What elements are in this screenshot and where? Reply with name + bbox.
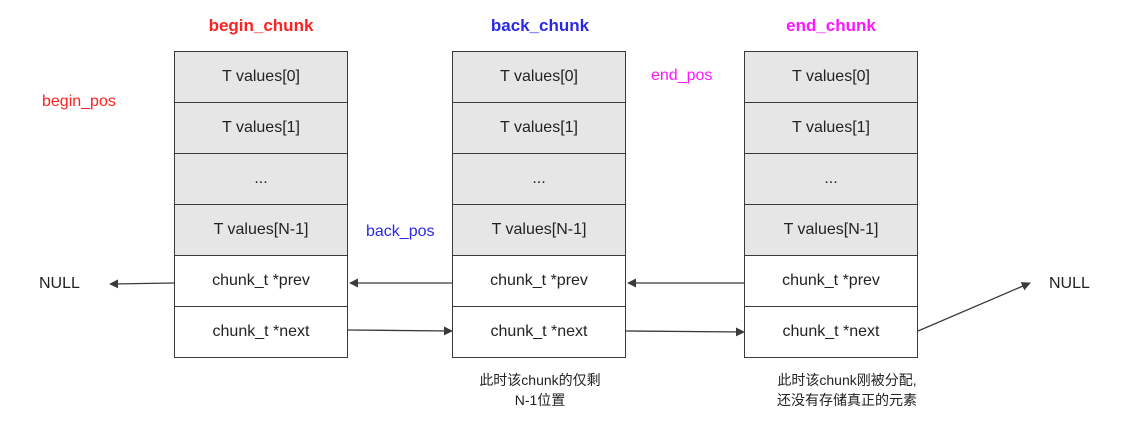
end-chunk-note: 此时该chunk刚被分配, 还没有存储真正的元素: [727, 370, 967, 410]
end-pos-label: end_pos: [651, 67, 713, 84]
note-line: 此时该chunk刚被分配,: [777, 372, 917, 388]
values-last-cell: T values[N-1]: [744, 204, 918, 256]
next-pointer-cell: chunk_t *next: [174, 306, 348, 358]
ellipsis-cell: ...: [174, 153, 348, 205]
end-chunk: T values[0] T values[1] ... T values[N-1…: [744, 51, 918, 358]
next-to-null-arrow: [917, 282, 1031, 332]
note-line: 还没有存储真正的元素: [777, 392, 917, 408]
values-last-cell: T values[N-1]: [174, 204, 348, 256]
ellipsis-cell: ...: [744, 153, 918, 205]
end-chunk-title: end_chunk: [786, 16, 876, 35]
back-chunk-note: 此时该chunk的仅剩 N-1位置: [420, 370, 660, 410]
null-right-label: NULL: [1049, 275, 1090, 292]
prev-pointer-cell: chunk_t *prev: [744, 255, 918, 307]
note-line: 此时该chunk的仅剩: [479, 372, 601, 388]
note-line: N-1位置: [514, 392, 566, 408]
next-pointer-cell: chunk_t *next: [744, 306, 918, 358]
begin-pos-label: begin_pos: [42, 93, 116, 110]
begin-chunk-title: begin_chunk: [208, 16, 314, 35]
values-last-cell: T values[N-1]: [452, 204, 626, 256]
values-0-cell: T values[0]: [452, 51, 626, 103]
values-1-cell: T values[1]: [174, 102, 348, 154]
begin-next-arrow: [347, 326, 453, 336]
prev-to-null-arrow: [109, 279, 175, 289]
prev-pointer-cell: chunk_t *prev: [174, 255, 348, 307]
null-left-label: NULL: [39, 275, 80, 292]
back-pos-label: back_pos: [366, 223, 435, 240]
back-chunk: T values[0] T values[1] ... T values[N-1…: [452, 51, 626, 358]
ellipsis-cell: ...: [452, 153, 626, 205]
next-pointer-cell: chunk_t *next: [452, 306, 626, 358]
values-0-cell: T values[0]: [174, 51, 348, 103]
values-1-cell: T values[1]: [744, 102, 918, 154]
values-1-cell: T values[1]: [452, 102, 626, 154]
back-next-arrow: [625, 327, 745, 337]
back-chunk-title: back_chunk: [490, 16, 590, 35]
prev-pointer-cell: chunk_t *prev: [452, 255, 626, 307]
values-0-cell: T values[0]: [744, 51, 918, 103]
begin-chunk: T values[0] T values[1] ... T values[N-1…: [174, 51, 348, 358]
